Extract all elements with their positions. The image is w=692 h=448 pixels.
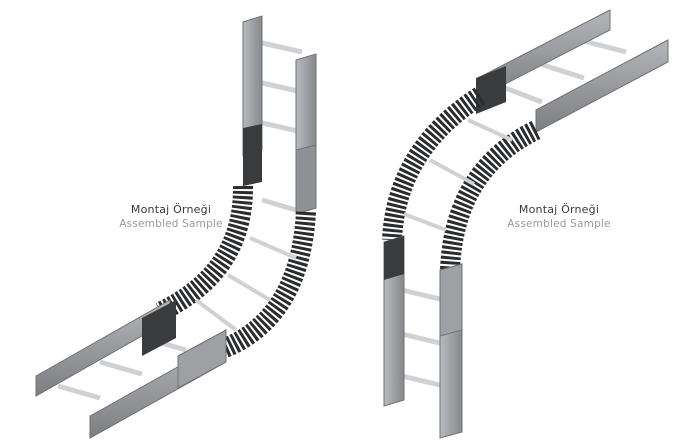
right-splice-plate-front [439,263,463,337]
left-vertical-rungs [257,39,303,213]
left-splice-plate-lower [142,300,176,356]
right-caption: Montaj Örneği Assembled Sample [494,203,624,231]
right-bend-assembly [382,9,669,439]
left-caption-english: Assembled Sample [119,218,223,230]
right-caption-english: Assembled Sample [507,218,611,230]
right-curve-rungs [403,118,513,232]
right-outer-flex-link [382,87,486,241]
right-splice-plate-back [384,236,404,280]
right-inner-flex-link [440,121,541,271]
left-splice-plate-lower-front [177,329,227,389]
left-caption-turkish: Montaj Örneği [130,203,212,216]
left-caption: Montaj Örneği Assembled Sample [106,203,236,231]
left-splice-plate-back [243,124,262,186]
left-curve-rungs [194,236,297,332]
left-outer-flex-link [216,211,316,360]
right-caption-turkish: Montaj Örneği [518,203,600,216]
left-bend-assembly [35,15,317,439]
right-vertical-rungs [401,287,445,389]
right-horizontal-front-rail [535,39,669,133]
left-splice-plate-front [295,144,317,215]
